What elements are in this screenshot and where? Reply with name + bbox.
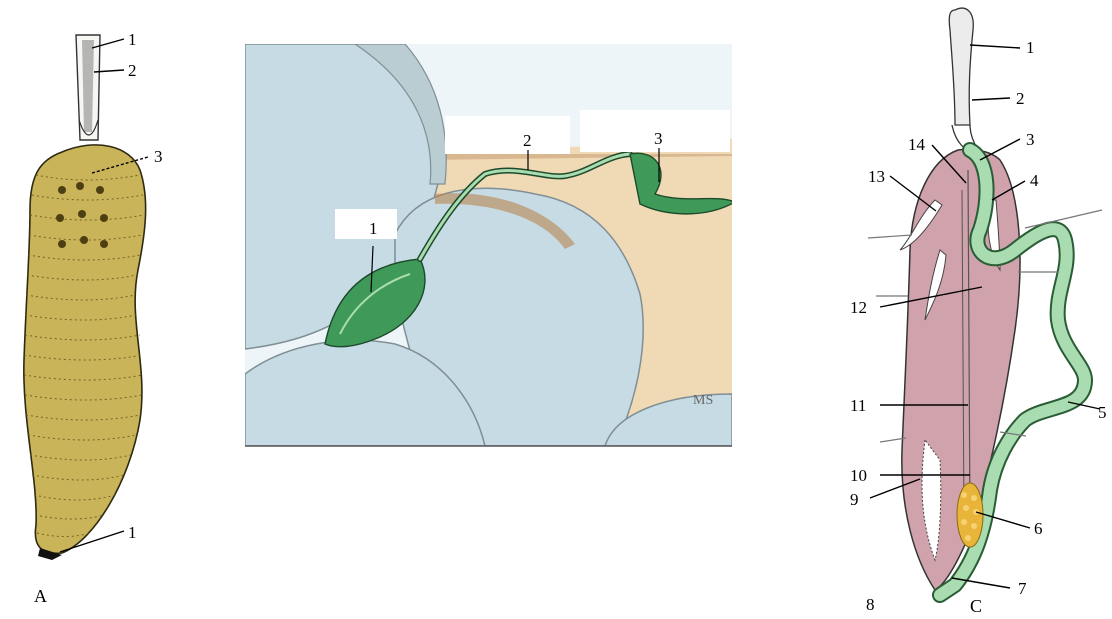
proboscis-c (949, 8, 978, 151)
label-c-2: 2 (1016, 89, 1025, 108)
label-a-3: 3 (154, 147, 163, 166)
panel-c: 1 2 3 4 5 6 7 8 9 10 11 12 13 14 C (840, 0, 1112, 619)
label-c-1: 1 (1026, 38, 1035, 57)
label-c-13: 13 (868, 167, 885, 186)
worm-body (24, 145, 146, 560)
label-a-2: 2 (128, 61, 137, 80)
label-b-2: 2 (523, 131, 532, 150)
panel-a: 1 2 3 1 A (0, 0, 220, 619)
testis (957, 483, 983, 547)
label-b-1: 1 (369, 219, 378, 238)
label-c-4: 4 (1030, 171, 1039, 190)
label-c-6: 6 (1034, 519, 1043, 538)
label-c-3: 3 (1026, 130, 1035, 149)
label-c-7: 7 (1018, 579, 1027, 598)
label-c-5: 5 (1098, 403, 1107, 422)
label-c-11: 11 (850, 396, 866, 415)
label-c-10: 10 (850, 466, 867, 485)
label-c-9: 9 (850, 490, 859, 509)
caption-a: A (34, 586, 47, 606)
panel-b: 1 2 3 MS B (245, 44, 732, 474)
label-c-14: 14 (908, 135, 926, 154)
label-c-12: 12 (850, 298, 867, 317)
label-c-8: 8 (866, 595, 875, 614)
label-a-1-top: 1 (128, 30, 137, 49)
caption-c: C (970, 596, 982, 616)
label-b-3: 3 (654, 129, 663, 148)
artist-mark: MS (693, 393, 713, 408)
proboscis (76, 35, 100, 140)
label-a-1-bottom: 1 (128, 523, 137, 542)
